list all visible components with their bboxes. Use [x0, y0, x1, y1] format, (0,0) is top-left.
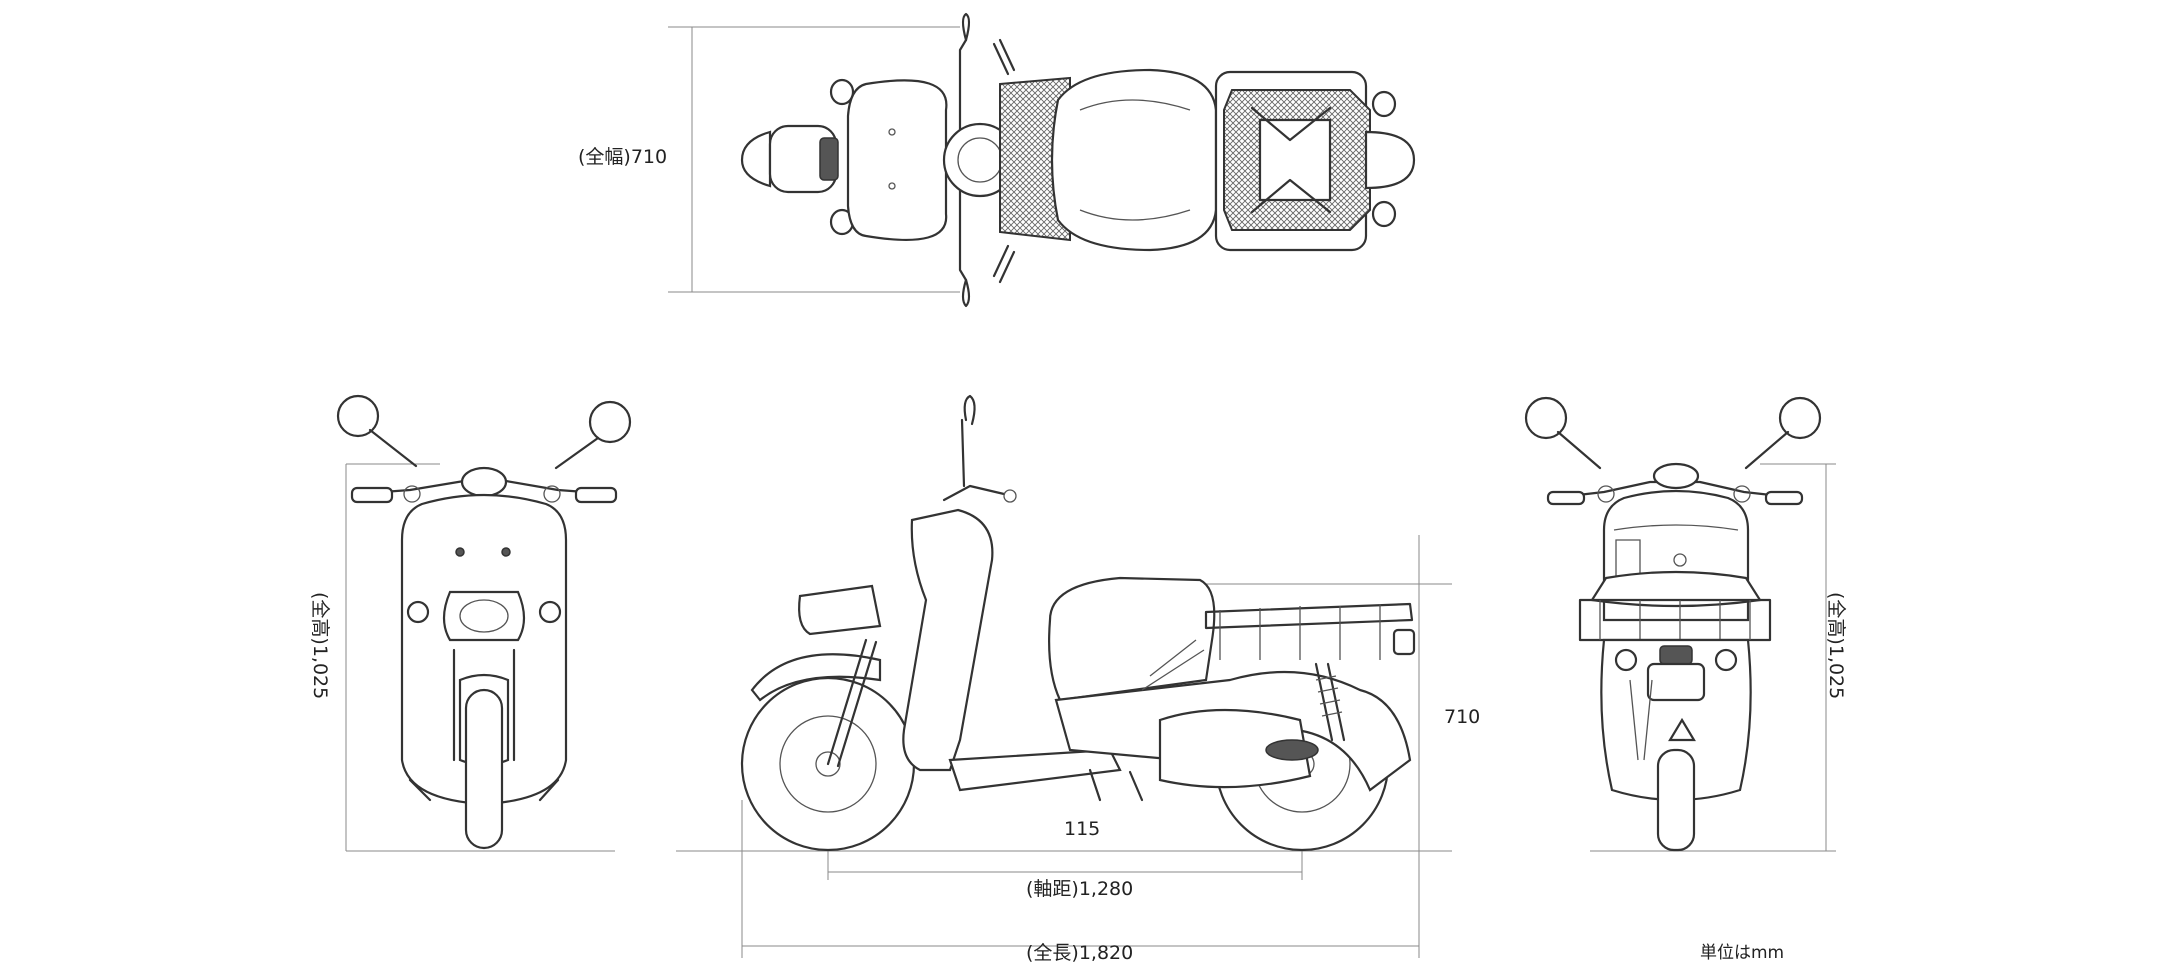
overall-length-label: (全長)1,820	[1026, 942, 1134, 964]
seat-height-label: 710	[1444, 706, 1481, 728]
front-view	[336, 394, 632, 850]
top-view	[740, 12, 1416, 308]
ground-clearance-label: 115	[1064, 818, 1101, 840]
rear-height-label: (全高)1,025	[1825, 592, 1847, 700]
unit-note: 単位はmm	[1700, 943, 1785, 963]
overall-width-label: (全幅)710	[578, 146, 668, 168]
front-height-label: (全高)1,025	[309, 592, 331, 700]
side-view	[740, 394, 1416, 852]
wheelbase-label: (軸距)1,280	[1026, 878, 1134, 900]
dimension-lines	[345, 26, 1836, 958]
rear-view	[1524, 396, 1822, 852]
